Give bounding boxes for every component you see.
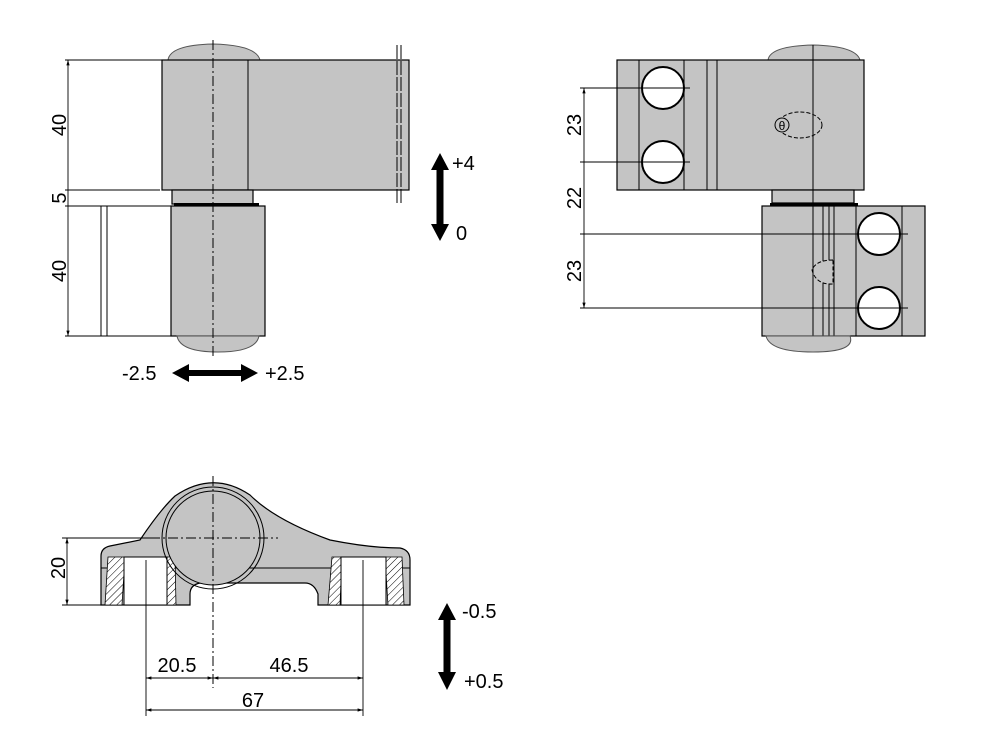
lower-knuckle — [170, 205, 266, 337]
compression-adjust-bottom: +0.5 — [464, 671, 503, 693]
lateral-adjust-left: -2.5 — [122, 363, 156, 385]
pin-symbol: θ — [779, 119, 786, 133]
vertical-adjust-bottom: 0 — [456, 223, 467, 245]
upper-leaf — [161, 59, 410, 191]
lower-leaf-side — [761, 205, 926, 337]
dim-height: 20 — [48, 557, 70, 579]
compression-adjust-arrow — [438, 603, 456, 690]
lower-leaf — [100, 205, 172, 337]
top-cap — [167, 43, 261, 61]
lateral-adjust-arrow — [172, 364, 258, 382]
vertical-adjust-top: +4 — [452, 153, 475, 175]
compression-adjust-top: -0.5 — [462, 601, 496, 623]
dim-upper-holes: 23 — [564, 114, 586, 136]
dim-gap: 5 — [49, 192, 71, 203]
bottom-cap — [176, 335, 260, 353]
screw-bore — [340, 556, 387, 606]
lateral-adjust-right: +2.5 — [265, 363, 304, 385]
front-view: 40 5 40 +4 0 -2.5 +2.5 — [49, 40, 475, 385]
dim-total: 67 — [242, 690, 264, 712]
dim-lower-holes: 23 — [564, 260, 586, 282]
dim-left-offset: 20.5 — [158, 655, 197, 677]
dim-middle: 22 — [564, 187, 586, 209]
vertical-adjust-arrow — [431, 153, 449, 241]
top-view: 20 20.5 46.5 67 -0.5 +0.5 — [48, 476, 503, 716]
dim-right-offset: 46.5 — [270, 655, 309, 677]
dim-upper-height: 40 — [49, 114, 71, 136]
screw-bore — [123, 556, 168, 606]
dim-lower-height: 40 — [49, 260, 71, 282]
side-view: θ 23 22 23 — [564, 44, 926, 353]
